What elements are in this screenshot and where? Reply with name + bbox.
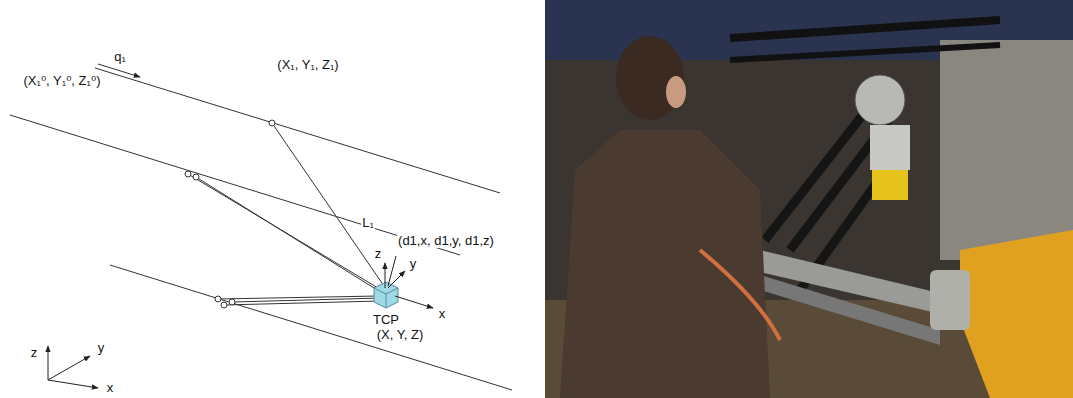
coordinate-label: (X₁⁰, Y₁⁰, Z₁⁰) [23,73,102,88]
wall [940,40,1073,260]
axis-arrow [385,263,386,288]
axis-label: z [374,246,383,261]
axis-label: x [438,306,447,321]
axis-label: y [97,340,106,355]
orange-machine [960,230,1073,398]
joint [269,120,275,126]
kinematic-sketch [10,64,512,390]
platform-cube [374,282,398,308]
link [272,123,384,286]
joint [193,174,199,180]
joint [185,171,191,177]
photo-background [545,0,1073,398]
link [196,177,382,293]
rail [95,68,500,193]
chuck [930,270,970,330]
coordinate-label: (X₁, Y₁, Z₁) [276,57,339,72]
rail-bar [730,45,1000,60]
axis-arrow [48,380,98,388]
local-axes [385,256,433,308]
yellow-tool [872,170,908,200]
offset-label: (d1,x, d1,y, d1,z) [397,233,495,248]
tcp-label: TCP [372,312,400,327]
axis-arrow [48,346,49,380]
axis-arrow [48,356,90,380]
offset-vector [388,256,396,286]
motion-arrow [98,64,140,77]
frame-beam [760,275,940,345]
tcp-platform [374,282,398,308]
link-label: L₁ [361,215,375,230]
position-label: (X, Y, Z) [376,327,424,342]
axis-arrow [395,296,433,308]
rail [110,265,512,390]
joint [229,299,235,305]
person-face [666,76,686,108]
cable [700,250,780,340]
cube-edge [374,288,398,308]
person-shirt [560,130,770,398]
joint [215,296,221,302]
rail [10,115,460,255]
motion-label: q₁ [113,49,127,64]
wrist [855,75,905,125]
photograph [545,0,1073,398]
rail-bar [730,20,1000,38]
joint [221,302,227,308]
link [232,298,382,302]
axis-label: y [409,256,418,271]
spindle [870,125,910,170]
axis-label: z [30,345,39,360]
axis-arrow [388,271,405,288]
world-axes [48,346,98,388]
axis-label: x [106,380,115,395]
